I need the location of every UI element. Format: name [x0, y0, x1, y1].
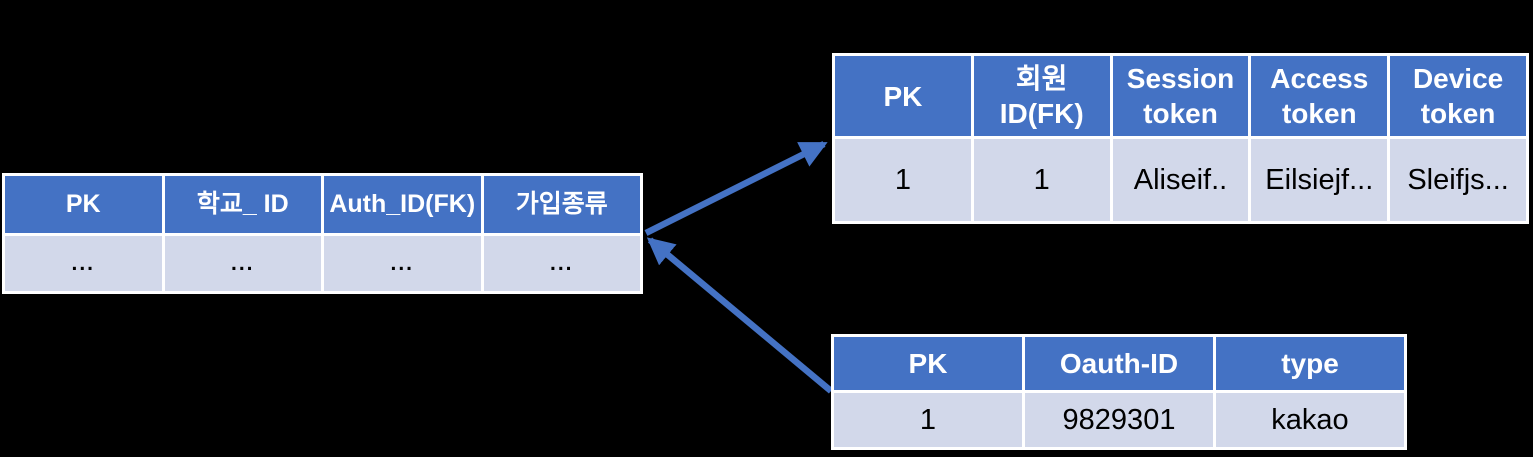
member-table: PK 학교_ ID Auth_ID(FK) 가입종류 ... ... ... .… — [2, 173, 643, 294]
body-cell: 9829301 — [1025, 393, 1213, 447]
body-cell: Aliseif.. — [1112, 139, 1249, 221]
header-cell: PK — [834, 337, 1022, 390]
body-cell: 1 — [835, 139, 971, 221]
header-cell: Access token — [1251, 56, 1388, 136]
body-cell: Eilsiejf... — [1251, 139, 1388, 221]
body-cell: ... — [483, 236, 640, 291]
arrow-member-to-token-table — [644, 141, 828, 236]
header-cell: 가입종류 — [483, 176, 640, 233]
header-cell: PK — [835, 56, 971, 136]
oauth-table: PK Oauth-ID type 1 9829301 kakao — [831, 334, 1407, 450]
body-cell: kakao — [1216, 393, 1404, 447]
body-cell: ... — [324, 236, 481, 291]
header-cell: Session token — [1112, 56, 1249, 136]
header-cell: 학교_ ID — [164, 176, 321, 233]
header-cell: Oauth-ID — [1025, 337, 1213, 390]
body-cell: 1 — [973, 139, 1110, 221]
header-cell: 회원 ID(FK) — [973, 56, 1110, 136]
body-cell: Sleifjs... — [1390, 139, 1526, 221]
arrow-oauth-to-member-table — [646, 237, 834, 394]
body-cell: ... — [5, 236, 162, 291]
token-table: PK 회원 ID(FK) Session token Access token … — [832, 53, 1529, 224]
header-cell: PK — [5, 176, 162, 233]
body-cell: ... — [164, 236, 321, 291]
header-cell: type — [1216, 337, 1404, 390]
header-cell: Auth_ID(FK) — [324, 176, 481, 233]
body-cell: 1 — [834, 393, 1022, 447]
header-cell: Device token — [1390, 56, 1526, 136]
